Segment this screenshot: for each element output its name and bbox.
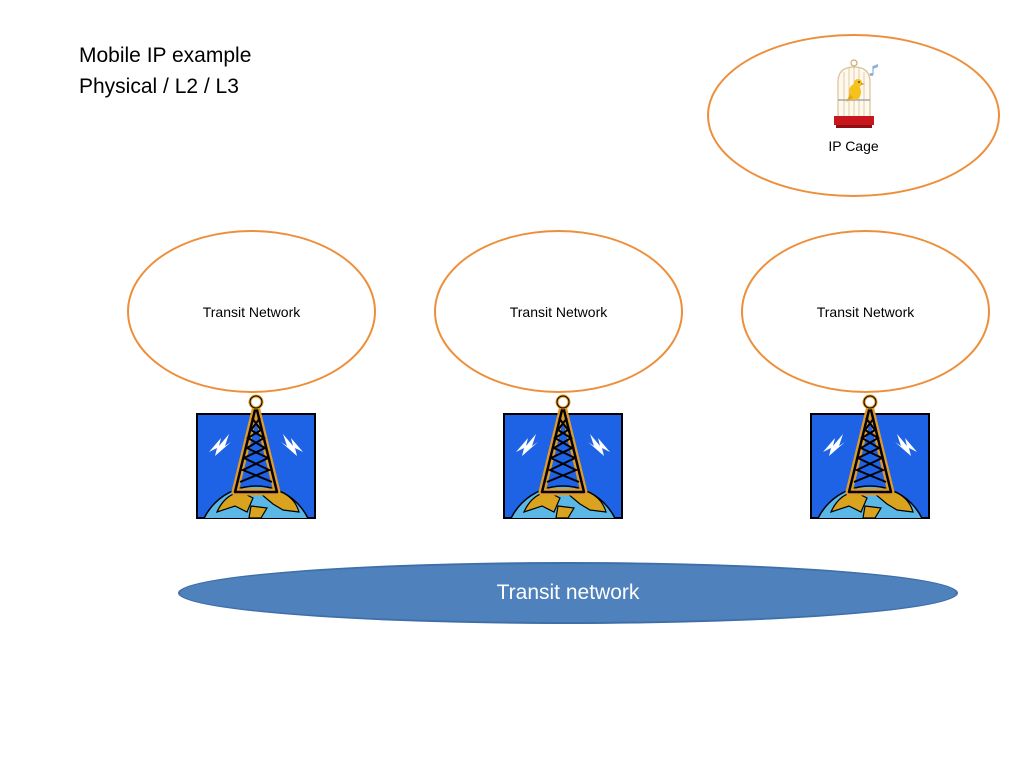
transit-network-label: Transit Network: [202, 304, 301, 320]
ip-cage-node: IP Cage: [707, 34, 1000, 197]
transit-network-node-2: Transit Network: [434, 230, 683, 393]
backbone-transit-network: Transit network: [178, 562, 958, 624]
radio-tower-icon: [503, 394, 623, 519]
title-line-2: Physical / L2 / L3: [79, 75, 239, 98]
transit-network-node-1: Transit Network: [127, 230, 376, 393]
transit-network-label: Transit Network: [509, 304, 608, 320]
title-line-1: Mobile IP example: [79, 44, 252, 67]
backbone-label: Transit network: [496, 581, 640, 604]
slide-title: Mobile IP example Physical / L2 / L3: [79, 40, 251, 102]
radio-tower-icon: [810, 394, 930, 519]
transit-network-label: Transit Network: [816, 304, 915, 320]
radio-tower-icon: [196, 394, 316, 519]
birdcage-icon: [834, 59, 878, 128]
transit-network-node-3: Transit Network: [741, 230, 990, 393]
ip-cage-label: IP Cage: [828, 138, 879, 154]
